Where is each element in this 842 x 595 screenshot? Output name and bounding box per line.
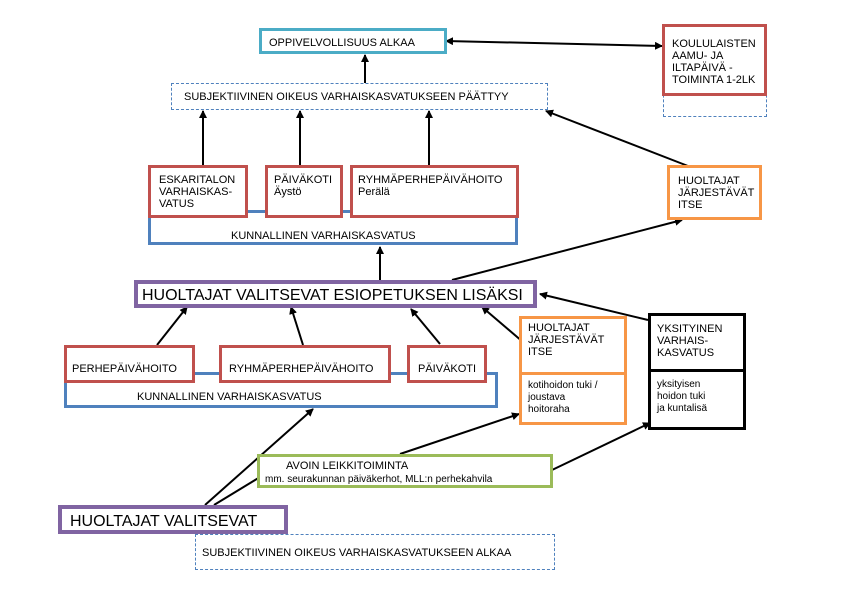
avoin-leikkitoiminta-box: AVOIN LEIKKITOIMINTA mm. seurakunnan päi… — [257, 454, 553, 488]
yksityinen-box: YKSITYINEN VARHAIS- KASVATUS yksityisen … — [648, 313, 746, 430]
ryhmaperhepaivahoito-label: RYHMÄPERHEPÄIVÄHOITO — [229, 363, 374, 375]
oppivelvollisuus-label: OPPIVELVOLLISUUS ALKAA — [269, 37, 415, 49]
perhepaivahoito-label: PERHEPÄIVÄHOITO — [72, 363, 177, 375]
oppivelvollisuus-box: OPPIVELVOLLISUUS ALKAA — [259, 28, 447, 54]
paivakoti-aysto-label: PÄIVÄKOTI Äystö — [274, 174, 333, 198]
paivakoti-aysto-box: PÄIVÄKOTI Äystö — [265, 165, 343, 218]
huoltajat-valitsevat-box: HUOLTAJAT VALITSEVAT — [58, 505, 288, 534]
yksityisen-tuki-label: yksityisen hoidon tuki ja kuntalisä — [657, 379, 708, 414]
esiopetus-box: HUOLTAJAT VALITSEVAT ESIOPETUKSEN LISÄKS… — [134, 280, 537, 308]
arrow-ryhmaperhe-up — [289, 306, 304, 346]
arrow-yksityinen-up — [539, 291, 649, 321]
kunnallinen-bottom-label: KUNNALLINEN VARHAISKASVATUS — [137, 391, 322, 403]
arrow-paivakoti-bottom-up — [410, 308, 441, 345]
avoin-title: AVOIN LEIKKITOIMINTA — [286, 460, 409, 472]
ryhma-perala-label: RYHMÄPERHEPÄIVÄHOITO Perälä — [358, 174, 503, 198]
arrow-oppi-koululaiset — [445, 37, 663, 50]
paivakoti-box: PÄIVÄKOTI — [407, 345, 487, 383]
subj-alkaa-box: SUBJEKTIIVINEN OIKEUS VARHAISKASVATUKSEE… — [195, 534, 555, 570]
huoltajat-itse-mid-label: HUOLTAJAT JÄRJESTÄVÄT ITSE — [528, 322, 605, 358]
arrow-itse-mid-up — [481, 306, 524, 343]
arrow-perhe-up — [156, 306, 188, 346]
paivakoti-label: PÄIVÄKOTI — [418, 363, 477, 375]
huoltajat-itse-top-box: HUOLTAJAT JÄRJESTÄVÄT ITSE — [667, 165, 762, 220]
subj-paattyy-box: SUBJEKTIIVINEN OIKEUS VARHAISKASVATUKSEE… — [171, 83, 548, 110]
eskaritalon-box: ESKARITALON VARHAISKAS- VATUS — [148, 165, 248, 218]
eskaritalon-label: ESKARITALON VARHAISKAS- VATUS — [159, 174, 236, 210]
koululaisten-box: KOULULAISTEN AAMU- JA ILTAPÄIVÄ - TOIMIN… — [662, 24, 767, 96]
yksityinen-label: YKSITYINEN VARHAIS- KASVATUS — [657, 323, 723, 359]
esiopetus-label: HUOLTAJAT VALITSEVAT ESIOPETUKSEN LISÄKS… — [142, 287, 523, 304]
huoltajat-itse-divider — [519, 372, 627, 375]
avoin-subtitle: mm. seurakunnan päiväkerhot, MLL:n perhe… — [265, 474, 493, 485]
ryhma-perala-box: RYHMÄPERHEPÄIVÄHOITO Perälä — [350, 165, 519, 218]
huoltajat-itse-top-label: HUOLTAJAT JÄRJESTÄVÄT ITSE — [678, 175, 755, 211]
arrow-avoin-to-kotihoidon — [399, 412, 520, 455]
perhepaivahoito-box: PERHEPÄIVÄHOITO — [64, 345, 195, 383]
subj-alkaa-label: SUBJEKTIIVINEN OIKEUS VARHAISKASVATUKSEE… — [202, 547, 512, 559]
kotihoidon-label: kotihoidon tuki / joustava hoitoraha — [528, 380, 598, 415]
arrow-esiopetus-to-itse — [451, 217, 683, 281]
arrow-avoin-to-yksityinen — [551, 422, 651, 471]
subj-paattyy-label: SUBJEKTIIVINEN OIKEUS VARHAISKASVATUKSEE… — [184, 91, 509, 103]
kunnallinen-top-label: KUNNALLINEN VARHAISKASVATUS — [231, 230, 416, 242]
huoltajat-valitsevat-label: HUOLTAJAT VALITSEVAT — [70, 513, 258, 530]
yksityinen-divider — [648, 369, 746, 372]
koululaisten-label: KOULULAISTEN AAMU- JA ILTAPÄIVÄ - TOIMIN… — [672, 38, 756, 86]
line-valitsevat-to-avoin — [213, 476, 261, 506]
arrow-huoltajat-itse-up — [545, 109, 689, 167]
huoltajat-itse-mid-box: HUOLTAJAT JÄRJESTÄVÄT ITSE kotihoidon tu… — [519, 316, 627, 425]
ryhmaperhepaivahoito-box: RYHMÄPERHEPÄIVÄHOITO — [219, 345, 391, 383]
